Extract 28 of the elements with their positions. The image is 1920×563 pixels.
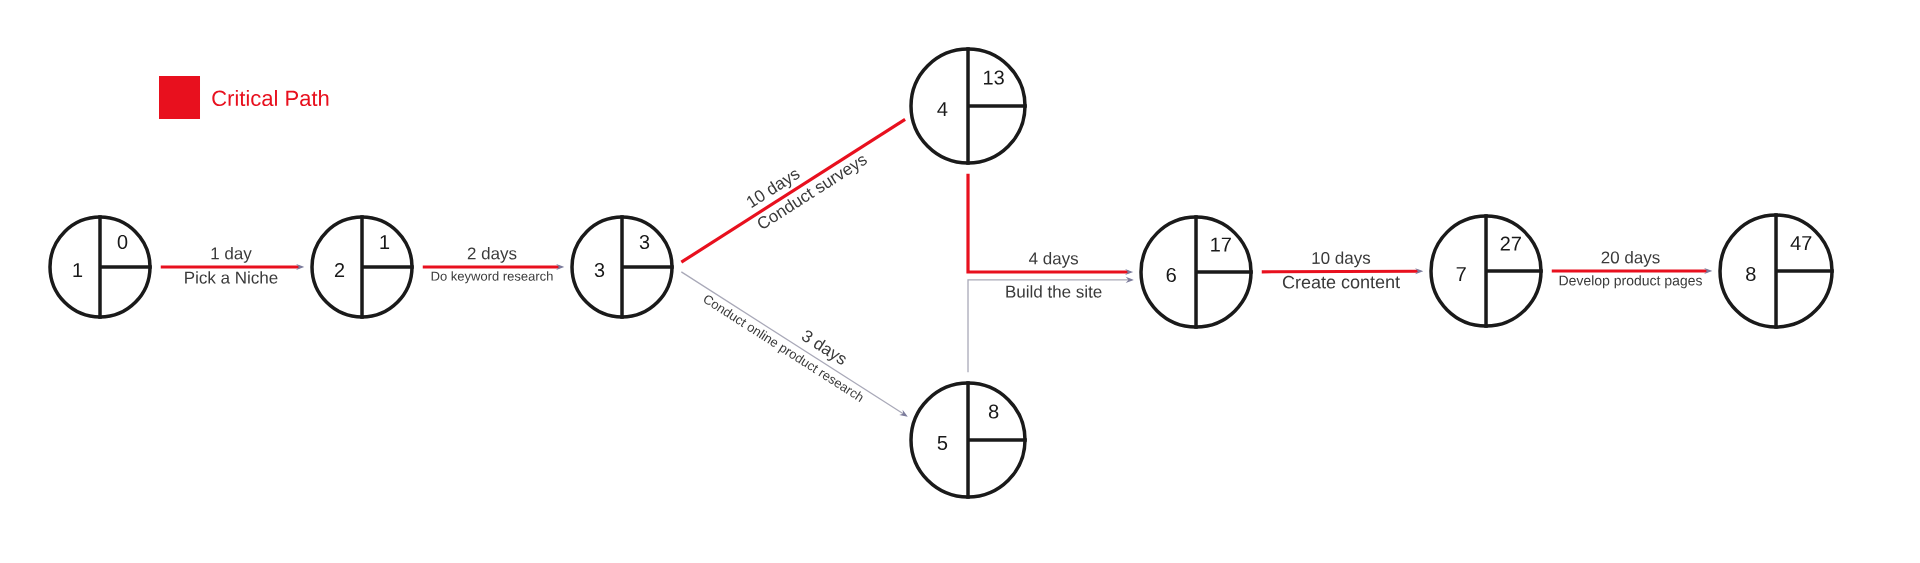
activity-label: Pick a Niche bbox=[182, 270, 280, 285]
earliest-time: 13 bbox=[984, 70, 1004, 85]
event-number: 7 bbox=[1456, 267, 1466, 281]
earliest-time: 1 bbox=[380, 235, 390, 249]
legend-label: Critical Path bbox=[212, 89, 329, 107]
edge-label: 4 days bbox=[1027, 250, 1080, 269]
edge-label: 2 days bbox=[465, 245, 519, 264]
activity-label: Create content bbox=[1281, 274, 1402, 290]
activity-label: Develop product pages bbox=[1557, 274, 1704, 290]
event-number: 2 bbox=[334, 263, 345, 277]
earliest-time: 0 bbox=[117, 234, 128, 250]
event-number: 1 bbox=[73, 263, 83, 277]
earliest-time: 8 bbox=[988, 404, 999, 419]
earliest-time: 17 bbox=[1211, 237, 1231, 252]
activity-label: Do keyword research bbox=[429, 270, 555, 285]
edge-label: 20 days bbox=[1599, 249, 1662, 268]
event-number: 6 bbox=[1166, 267, 1176, 283]
activity-label: Build the site bbox=[1003, 284, 1104, 299]
earliest-time: 47 bbox=[1790, 236, 1812, 250]
connector-line bbox=[680, 118, 906, 264]
earliest-time: 3 bbox=[639, 234, 650, 250]
event-number: 3 bbox=[594, 262, 605, 278]
event-number: 4 bbox=[937, 102, 948, 116]
edge-label: 1 day bbox=[209, 245, 253, 264]
edge-label: 10 days bbox=[1310, 250, 1372, 269]
earliest-time: 27 bbox=[1500, 236, 1521, 251]
event-number: 5 bbox=[937, 436, 948, 450]
event-number: 8 bbox=[1746, 266, 1756, 282]
